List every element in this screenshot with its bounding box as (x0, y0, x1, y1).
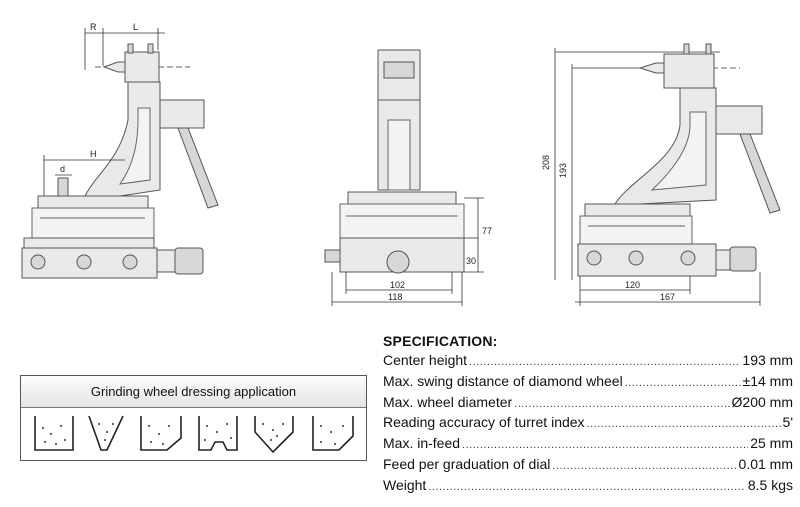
spec-row-wheel-diameter: Max. wheel diameter Ø200 mm (383, 394, 793, 415)
spec-value: 0.01 mm (738, 455, 793, 472)
spec-label: Max. swing distance of diamond wheel (383, 372, 623, 389)
specification-title: SPECIFICATION: (383, 333, 498, 349)
dim-r-label: R (90, 22, 97, 32)
dressing-application-panel: Grinding wheel dressing application (20, 375, 367, 461)
profile-angle (88, 415, 124, 451)
dressing-profile-shapes (34, 415, 354, 454)
spec-row-reading-accuracy: Reading accuracy of turret index 5' (383, 414, 793, 435)
dim-l-label: L (133, 22, 138, 32)
technical-drawings: R L H d (21, 22, 781, 306)
spec-row-swing-distance: Max. swing distance of diamond wheel ±14… (383, 373, 793, 394)
profile-tapered (140, 416, 182, 451)
spec-leader-dots (514, 398, 729, 410)
dim-h-label: H (90, 149, 97, 159)
dim-120-label: 120 (625, 280, 640, 290)
spec-leader-dots (469, 356, 740, 368)
spec-label: Max. in-feed (383, 435, 461, 452)
spec-row-max-infeed: Max. in-feed 25 mm (383, 435, 793, 456)
dressing-application-title: Grinding wheel dressing application (21, 376, 366, 408)
spec-leader-dots (428, 481, 746, 493)
spec-leader-dots (587, 418, 781, 430)
profile-notch (198, 416, 238, 451)
spec-value: 8.5 kgs (747, 476, 793, 493)
profile-v-point (254, 416, 294, 454)
side-view-right: 208 193 120 167 (541, 43, 781, 306)
dim-118-label: 118 (388, 292, 402, 302)
spec-value: 193 mm (742, 352, 793, 368)
spec-row-center-height: Center height 193 mm (383, 352, 793, 373)
front-view: 77 30 102 118 (324, 49, 492, 306)
spec-label: Weight (383, 476, 427, 493)
dim-193-label: 193 (558, 163, 568, 178)
dim-77-label: 77 (482, 226, 492, 236)
dim-167-label: 167 (660, 292, 675, 302)
spec-value: ±14 mm (742, 372, 793, 389)
profile-flat (34, 416, 74, 451)
spec-label: Center height (383, 352, 468, 368)
spec-leader-dots (552, 460, 736, 472)
spec-label: Max. wheel diameter (383, 393, 513, 410)
dim-30-label: 30 (466, 256, 476, 266)
spec-leader-dots (625, 377, 741, 389)
spec-value: 5' (782, 414, 793, 431)
spec-label: Reading accuracy of turret index (383, 414, 585, 431)
specification-panel: SPECIFICATION: Center height 193 mm Max.… (383, 333, 793, 498)
spec-row-feed-per-graduation: Feed per graduation of dial 0.01 mm (383, 456, 793, 477)
dim-d-label: d (60, 164, 65, 174)
dim-208-label: 208 (541, 155, 551, 170)
spec-row-weight: Weight 8.5 kgs (383, 477, 793, 498)
spec-leader-dots (462, 439, 748, 451)
spec-label: Feed per graduation of dial (383, 455, 551, 472)
profile-side-bevel (312, 416, 354, 451)
dim-102-label: 102 (390, 280, 405, 290)
spec-value: 25 mm (750, 435, 793, 452)
spec-value: Ø200 mm (731, 393, 793, 410)
side-view-left: R L H d (21, 22, 219, 279)
